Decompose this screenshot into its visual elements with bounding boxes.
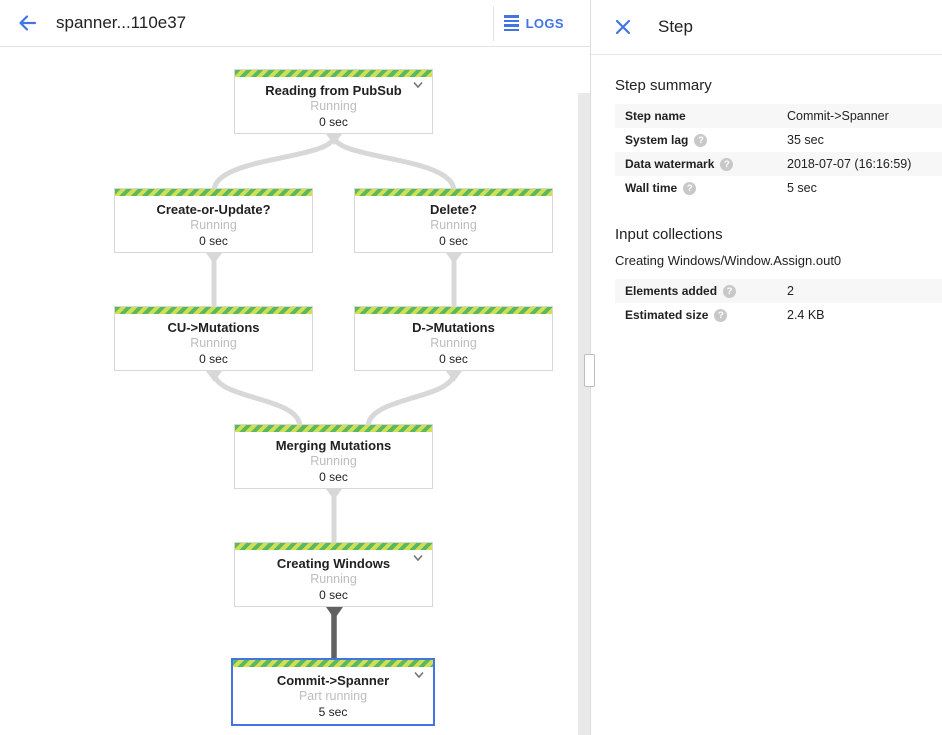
node-status: Running [430, 336, 477, 350]
app-header: spanner...110e37 LOGS [0, 0, 590, 47]
graph-node-commit-spanner[interactable]: Commit->Spanner Part running 5 sec [231, 658, 435, 726]
table-row: Step name Commit->Spanner [615, 104, 942, 128]
node-status: Part running [298, 689, 368, 703]
node-status: Running [190, 336, 237, 350]
graph-node-creating-windows[interactable]: Creating Windows Running 0 sec [234, 542, 433, 607]
node-time: 0 sec [439, 352, 468, 366]
chevron-down-icon[interactable] [412, 81, 424, 89]
node-time: 0 sec [319, 115, 348, 129]
row-label: System lag ? [615, 133, 708, 147]
logs-icon [503, 15, 519, 31]
node-status: Running [310, 99, 357, 113]
running-stripe [355, 189, 552, 196]
row-value: 5 sec [787, 181, 817, 195]
row-value: 35 sec [787, 133, 824, 147]
running-stripe [115, 307, 312, 314]
step-summary-table: Step name Commit->Spanner System lag ? 3… [615, 104, 942, 200]
graph-node-reading-from-pubsub[interactable]: Reading from PubSub Running 0 sec [234, 69, 433, 134]
row-value: Commit->Spanner [787, 109, 889, 123]
node-title: Merging Mutations [275, 438, 392, 453]
pipeline-graph-canvas[interactable]: Reading from PubSub Running 0 sec Create… [0, 48, 590, 735]
chevron-down-icon[interactable] [412, 554, 424, 562]
header-divider [493, 6, 494, 41]
row-label: Elements added ? [615, 284, 737, 298]
table-row: Elements added ? 2 [615, 279, 942, 303]
close-panel-button[interactable] [611, 15, 635, 39]
table-row: Estimated size ? 2.4 KB [615, 303, 942, 327]
running-stripe [235, 425, 432, 432]
node-title: D->Mutations [412, 320, 495, 335]
running-stripe [355, 307, 552, 314]
node-title: Commit->Spanner [276, 673, 390, 688]
help-icon[interactable]: ? [720, 157, 734, 171]
row-value: 2.4 KB [787, 308, 825, 322]
job-title: spanner...110e37 [56, 13, 187, 32]
graph-node-create-or-update[interactable]: Create-or-Update? Running 0 sec [114, 188, 313, 253]
scrollbar-track[interactable] [578, 93, 591, 735]
table-row: Data watermark ? 2018-07-07 (16:16:59) [615, 152, 942, 176]
graph-node-d-mutations[interactable]: D->Mutations Running 0 sec [354, 306, 553, 371]
node-title: CU->Mutations [167, 320, 260, 335]
node-status: Running [430, 218, 477, 232]
node-status: Running [310, 572, 357, 586]
collection-name: Creating Windows/Window.Assign.out0 [615, 253, 842, 268]
graph-node-merging-mutations[interactable]: Merging Mutations Running 0 sec [234, 424, 433, 489]
logs-button[interactable]: LOGS [503, 0, 564, 46]
row-value: 2 [787, 284, 794, 298]
step-summary-heading: Step summary [615, 77, 712, 94]
back-button[interactable] [12, 8, 42, 38]
node-title: Creating Windows [276, 556, 391, 571]
node-time: 0 sec [439, 234, 468, 248]
row-label: Data watermark ? [615, 157, 734, 171]
input-collections-heading: Input collections [615, 226, 723, 243]
help-icon[interactable]: ? [694, 133, 708, 147]
splitter-drag-handle[interactable] [584, 354, 595, 387]
node-time: 5 sec [318, 705, 348, 719]
logs-button-label: LOGS [525, 15, 564, 31]
row-label: Step name [625, 109, 686, 123]
panel-title: Step [658, 17, 693, 36]
table-row: Wall time ? 5 sec [615, 176, 942, 200]
graph-node-cu-mutations[interactable]: CU->Mutations Running 0 sec [114, 306, 313, 371]
node-time: 0 sec [199, 352, 228, 366]
panel-header: Step [591, 0, 942, 55]
help-icon[interactable]: ? [723, 284, 737, 298]
node-status: Running [190, 218, 237, 232]
node-time: 0 sec [319, 470, 348, 484]
node-title: Delete? [430, 202, 477, 217]
help-icon[interactable]: ? [683, 181, 697, 195]
node-time: 0 sec [199, 234, 228, 248]
graph-edges [206, 133, 462, 661]
chevron-down-icon[interactable] [413, 671, 425, 679]
arrow-left-icon [19, 15, 37, 31]
table-row: System lag ? 35 sec [615, 128, 942, 152]
running-stripe [235, 70, 432, 77]
row-label: Wall time ? [615, 181, 697, 195]
node-time: 0 sec [319, 588, 348, 602]
node-status: Running [310, 454, 357, 468]
help-icon[interactable]: ? [714, 308, 728, 322]
panel-body: Step summary Step name Commit->Spanner S… [591, 55, 942, 327]
running-stripe [233, 660, 433, 667]
node-title: Reading from PubSub [265, 83, 402, 98]
close-icon [615, 19, 631, 35]
input-collections-table: Elements added ? 2 Estimated size ? 2.4 … [615, 279, 942, 327]
graph-node-delete[interactable]: Delete? Running 0 sec [354, 188, 553, 253]
node-title: Create-or-Update? [156, 202, 271, 217]
row-value: 2018-07-07 (16:16:59) [787, 157, 912, 171]
running-stripe [115, 189, 312, 196]
step-details-panel: Step Step summary Step name Commit->Span… [590, 0, 942, 735]
running-stripe [235, 543, 432, 550]
row-label: Estimated size ? [615, 308, 728, 322]
